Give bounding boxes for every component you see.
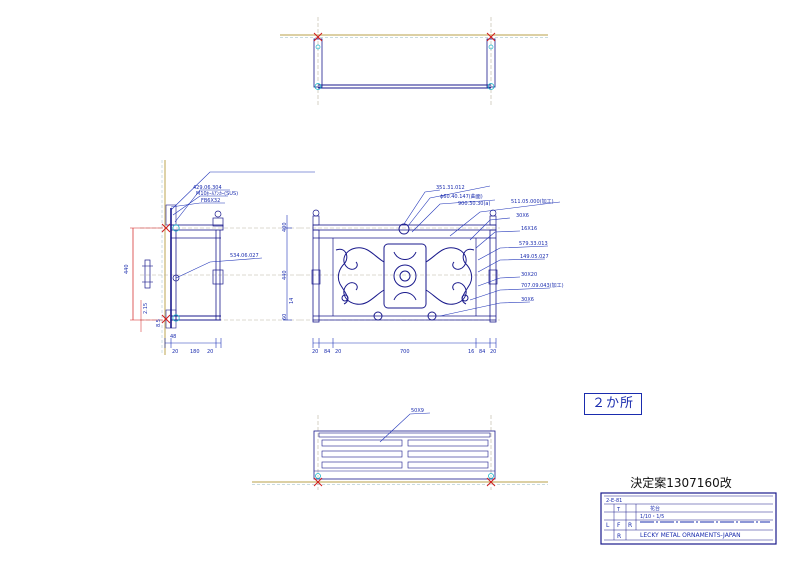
front-callout-7: 579.33.013 [519,241,548,247]
title-letter-r: R [628,522,632,529]
front-dim-v-2: 440 [282,270,288,280]
front-dim-v-3: 60 [282,314,288,320]
front-dim-v-1: 400 [282,222,288,232]
front-callout-10: 707.09.043(加工) [521,282,564,289]
side-dim-v-2: 2.15 [143,303,149,314]
front-dim-h-7: 20 [490,349,496,355]
title-letter-r2: R [617,533,621,540]
front-dim-h-1: 20 [312,349,318,355]
side-callout-2: M10ﾎｰﾙｱﾝｶｰ(SUS) [196,191,238,197]
front-callout-6: 16X16 [521,226,537,232]
title-letter-f: F [617,522,621,529]
front-callout-9: 30X20 [521,272,537,278]
top-view [280,17,548,105]
side-dim-v-1: 440 [124,264,130,274]
side-dim-h-3: 20 [207,349,213,355]
company-name: LECKY METAL ORNAMENTS-JAPAN [640,532,741,539]
side-callout-3: FB6X32 [201,198,220,204]
side-dim-h-1: 20 [172,349,178,355]
front-dim-v-4: 14 [289,298,295,304]
plan-number: 決定案1307160改 [630,476,732,490]
front-dim-h-4: 700 [400,349,410,355]
title-scale: 1/10・1/5 [640,514,664,520]
side-dim-h-2: 180 [190,349,200,355]
title-block: 2-E-81 花台 1/10・1/5 T L F R R LECKY METAL… [600,492,777,545]
front-callout-8: 149.05.027 [520,254,549,260]
front-callouts: 351.31.012 ϕ60.40.147(曲面) 900.30.30(a) 5… [282,185,564,355]
side-callouts: 429.06.304 M10ﾎｰﾙｱﾝｶｰ(SUS) FB6X32 534.06… [124,185,259,355]
front-dim-h-3: 20 [335,349,341,355]
front-callout-5: 30X6 [516,213,529,219]
side-callout-4: 534.06.027 [230,253,259,259]
side-dim-v-3: 8.5 [156,319,162,327]
front-dim-h-5: 16 [468,349,474,355]
front-callout-3: 900.30.30(a) [458,201,490,207]
front-callout-1: 351.31.012 [436,185,465,191]
front-callout-4: 511.05.000(加工) [511,198,554,205]
title-letter-t: T [616,507,621,513]
side-dim-h-4: 48 [170,334,176,340]
front-view [283,185,561,348]
plan-callout-1: 50X9 [411,408,424,414]
front-callout-2: ϕ60.40.147(曲面) [440,193,483,200]
front-callout-11: 30X6 [521,297,534,303]
title-label: 花台 [650,505,660,512]
title-letter-l: L [606,522,610,529]
plan-view [252,412,548,490]
title-code: 2-E-81 [606,498,622,504]
plan-callouts: 50X9 [411,408,424,414]
side-view [130,160,315,355]
front-dim-h-6: 84 [479,349,485,355]
location-count-badge: ２か所 [584,393,642,415]
side-callout-1: 429.06.304 [193,185,222,191]
front-dim-h-2: 84 [324,349,330,355]
